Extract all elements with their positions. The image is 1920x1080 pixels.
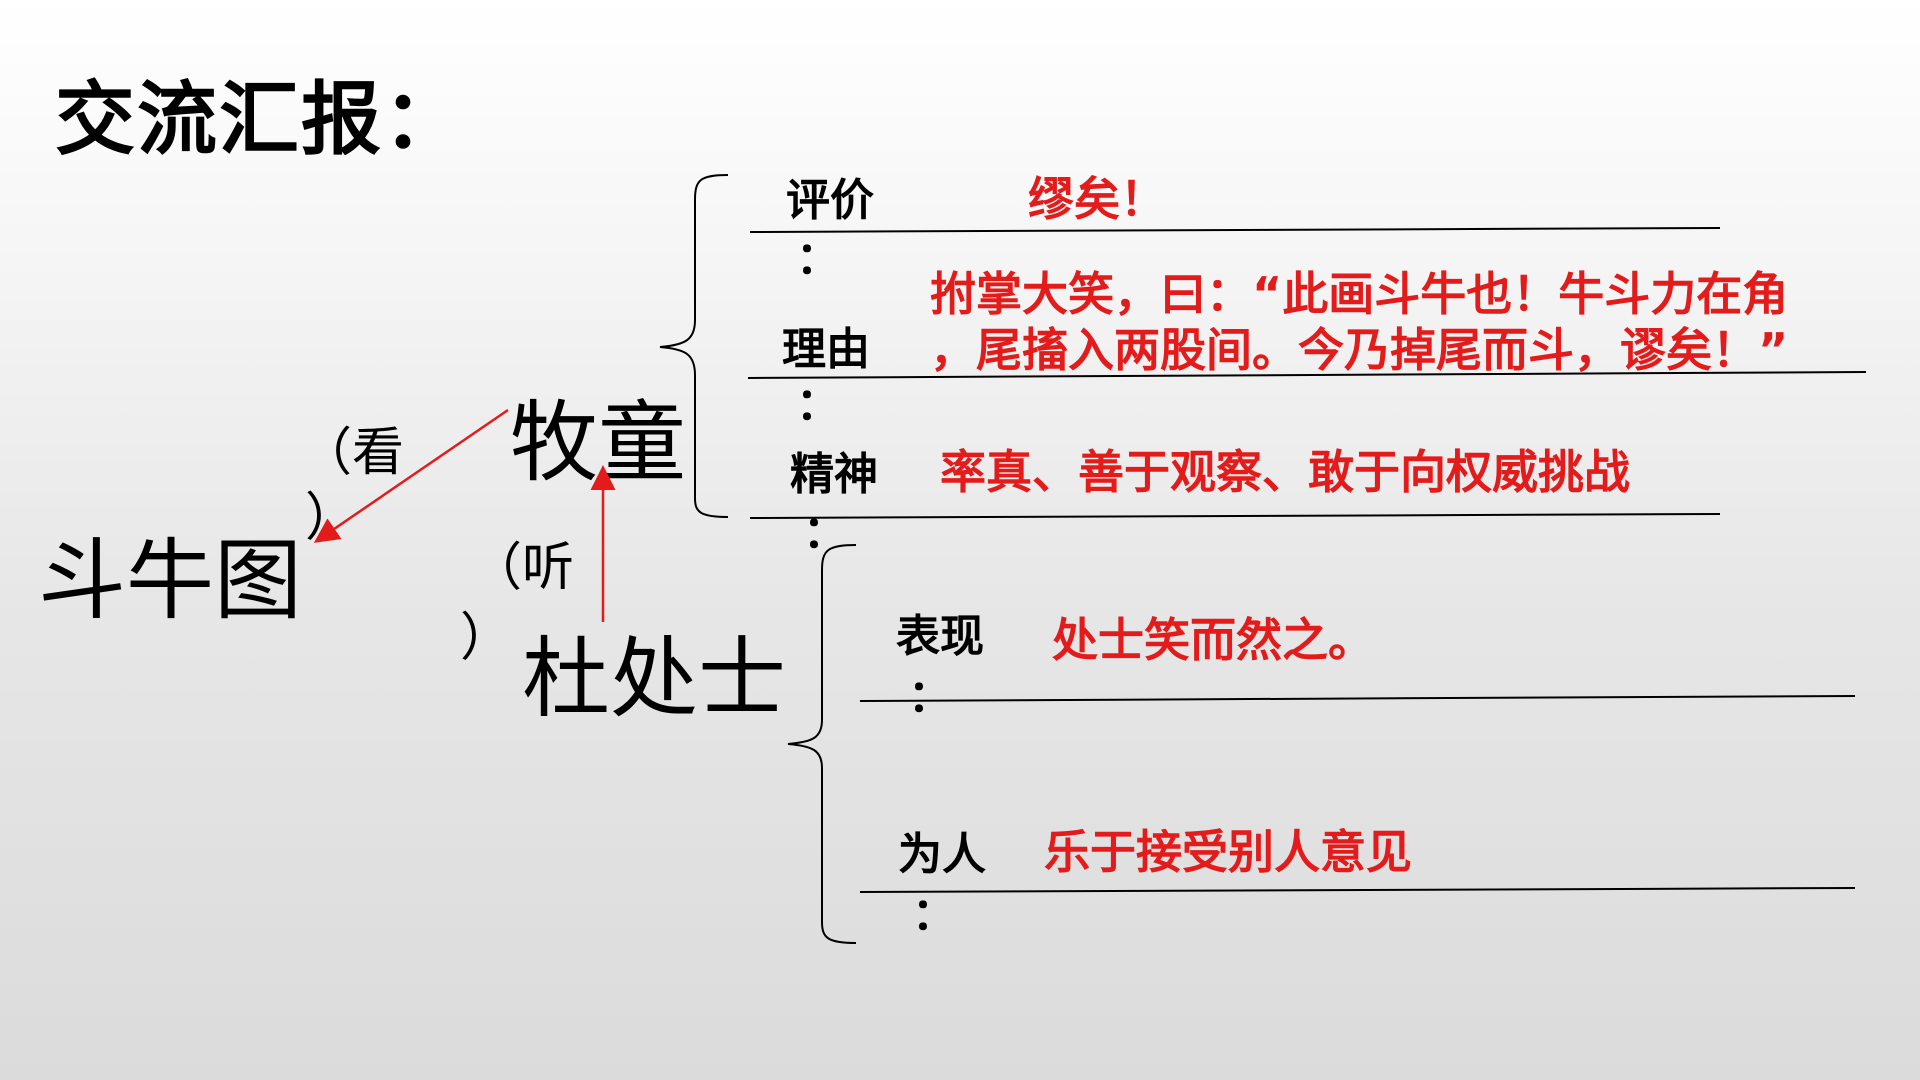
herdboy-row-answer-reason-line1: 拊掌大笑，曰：“此画斗牛也！牛斗力在角 bbox=[930, 267, 1789, 321]
underline-behavior bbox=[859, 695, 1856, 702]
look-label-close: ） bbox=[305, 488, 358, 548]
listen-label-open: （听 bbox=[470, 538, 575, 598]
scholar-row-colon-character: ： bbox=[912, 889, 956, 940]
underline-spirit bbox=[749, 513, 1721, 519]
node-herdboy: 牧童 bbox=[510, 391, 687, 494]
underline-evaluation bbox=[749, 227, 1721, 233]
scholar-row-label-behavior: 表现 bbox=[896, 611, 984, 662]
herdboy-row-answer-spirit: 率真、善于观察、敢于向权威挑战 bbox=[940, 445, 1630, 499]
scholar-row-label-character: 为人 bbox=[898, 829, 986, 880]
listen-label-close: ） bbox=[460, 608, 513, 668]
herdboy-row-colon-reason: ： bbox=[796, 379, 840, 430]
herdboy-row-label-reason: 理由 bbox=[782, 324, 870, 375]
node-scholar: 杜处士 bbox=[522, 627, 787, 730]
node-painting: 斗牛图 bbox=[38, 529, 303, 632]
look-label-open: （看 bbox=[300, 423, 405, 483]
herdboy-row-answer-reason-line2: ，尾搐入两股间。今乃掉尾而斗，谬矣！” bbox=[930, 323, 1789, 377]
scholar-row-answer-behavior: 处士笑而然之。 bbox=[1052, 613, 1374, 667]
underline-character bbox=[859, 887, 1856, 893]
brace-scholar bbox=[787, 544, 857, 944]
herdboy-row-label-evaluation: 评价 bbox=[786, 175, 874, 226]
page-title: 交流汇报： bbox=[55, 73, 465, 166]
scholar-row-answer-character: 乐于接受别人意见 bbox=[1044, 825, 1412, 879]
herdboy-row-colon-spirit: ： bbox=[803, 507, 847, 558]
herdboy-row-colon-evaluation: ： bbox=[796, 233, 840, 284]
scholar-row-colon-behavior: ： bbox=[908, 671, 952, 722]
herdboy-row-label-spirit: 精神 bbox=[790, 449, 878, 500]
herdboy-row-answer-evaluation: 缪矣！ bbox=[1028, 172, 1166, 226]
